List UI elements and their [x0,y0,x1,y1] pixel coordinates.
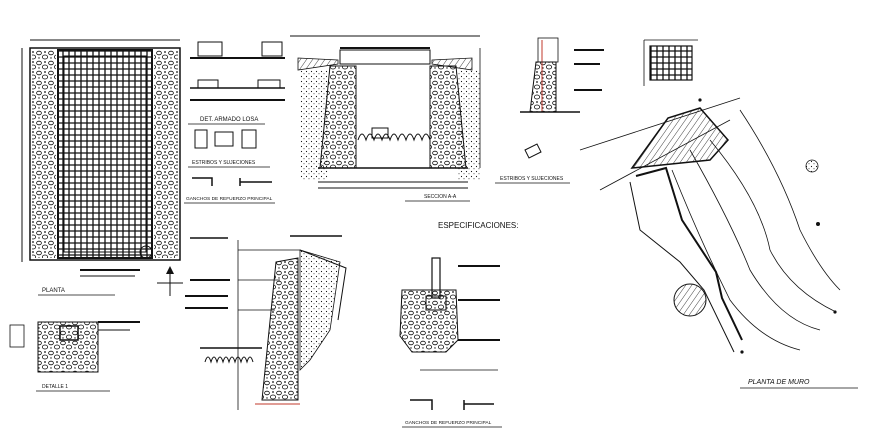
label-ganchos-1: GANCHOS DE REFUERZO PRINCIPAL [186,196,273,202]
label-estribos-2: ESTRIBOS Y SUJECIONES [500,176,564,182]
zapata-view: GANCHOS DE REFUERZO PRINCIPAL [399,257,502,428]
seccion-view: SECCION A-A [290,35,481,202]
planta-view: PLANTA [21,39,183,296]
label-detalle: DETALLE 1 [42,384,68,390]
label-planta-de-muro: PLANTA DE MURO [748,379,810,386]
detalle-view: DETALLE 1 [9,321,140,392]
label-detalle-armado-losa: DET. ARMADO LOSA [200,117,258,123]
detalle-armado-losa-view: DET. ARMADO LOSA ESTRIBOS Y SUJECIONES G… [184,41,285,239]
grid-detalle [643,39,698,86]
muro-detalle-view: ESTRIBOS Y SUJECIONES [495,37,604,184]
label-especificaciones: ESPECIFICACIONES: [438,221,518,230]
label-ganchos-2: GANCHOS DE REFUERZO PRINCIPAL [405,420,492,426]
label-estribos-1: ESTRIBOS Y SUJECIONES [192,160,256,166]
label-seccion: SECCION A-A [424,194,457,200]
planta-de-muro-view: PLANTA DE MURO [579,97,858,389]
muro-contencion-view [185,235,347,410]
label-planta: PLANTA [42,288,65,294]
